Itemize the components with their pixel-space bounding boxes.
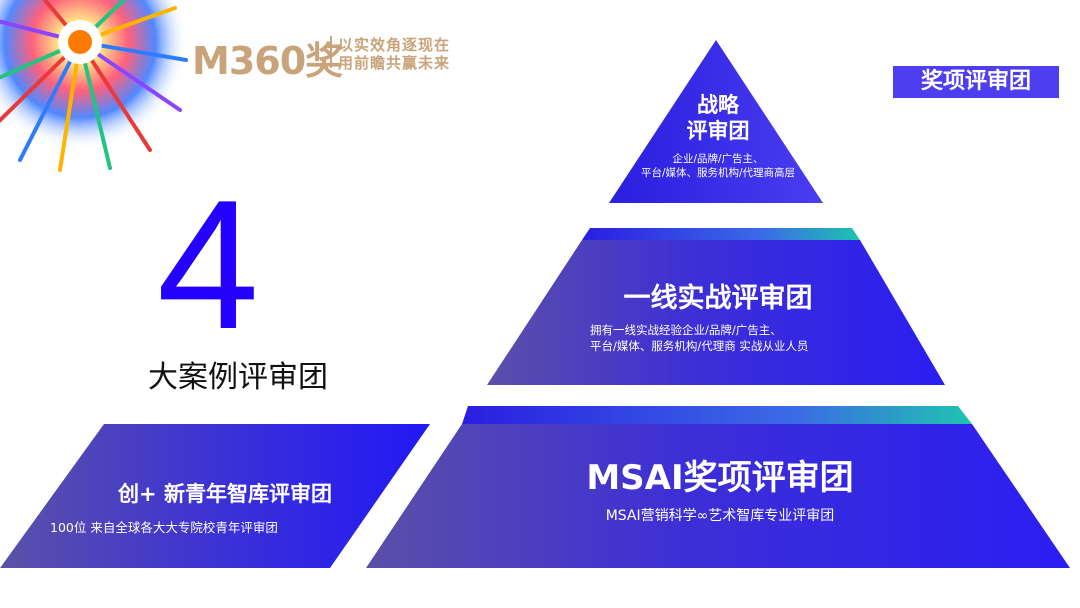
side-panel-shape xyxy=(0,424,430,568)
pyramid-top-shape xyxy=(609,40,823,203)
badge-background xyxy=(893,66,1059,98)
pyramid-middle-title: 一线实战评审团 xyxy=(623,283,813,314)
pyramid-top-desc-line-1: 企业/品牌/广告主、 xyxy=(672,153,764,165)
pyramid-middle-shape xyxy=(487,240,945,385)
badge-label: 奖项评审团 xyxy=(920,69,1031,94)
logo-slogan-line-2: 用前瞻共赢未来 xyxy=(338,54,451,72)
pyramid-middle-edge xyxy=(582,228,860,240)
pyramid-bottom-shape xyxy=(366,424,1070,568)
logo-wordmark: M360奖 xyxy=(192,39,343,83)
logo-burst-icon xyxy=(0,0,188,172)
logo-slogan-line-1: 以实效角逐现在 xyxy=(338,36,451,54)
pyramid-top-desc-line-2: 平台/媒体、服务机构/代理商高层 xyxy=(640,167,796,179)
headline-number: 4 xyxy=(156,161,260,367)
pyramid-top-title: 战略 评审团 xyxy=(610,92,826,144)
headline-caption: 大案例评审团 xyxy=(148,360,328,395)
pyramid-middle-desc: 拥有一线实战经验企业/品牌/广告主、 平台/媒体、服务机构/代理商 实战从业人员 xyxy=(590,322,890,354)
logo-divider xyxy=(330,36,332,68)
pyramid-bottom-desc: MSAI营销科学∞艺术智库专业评审团 xyxy=(605,508,835,524)
pyramid-top-title-line-1: 战略 xyxy=(697,93,739,117)
side-panel-title: 创+ 新青年智库评审团 xyxy=(118,482,332,506)
pyramid-top-desc: 企业/品牌/广告主、 平台/媒体、服务机构/代理商高层 xyxy=(610,152,826,180)
pyramid-middle-desc-line-1: 拥有一线实战经验企业/品牌/广告主、 xyxy=(590,323,782,337)
logo-slogan: 以实效角逐现在 用前瞻共赢未来 xyxy=(338,36,450,72)
pyramid-middle-desc-line-2: 平台/媒体、服务机构/代理商 实战从业人员 xyxy=(590,339,809,353)
pyramid-bottom-edge xyxy=(462,406,972,424)
pyramid-bottom-title: MSAI奖项评审团 xyxy=(586,458,854,498)
side-panel-desc: 100位 来自全球各大大专院校青年评审团 xyxy=(50,520,278,535)
pyramid-top-title-line-2: 评审团 xyxy=(686,119,750,143)
